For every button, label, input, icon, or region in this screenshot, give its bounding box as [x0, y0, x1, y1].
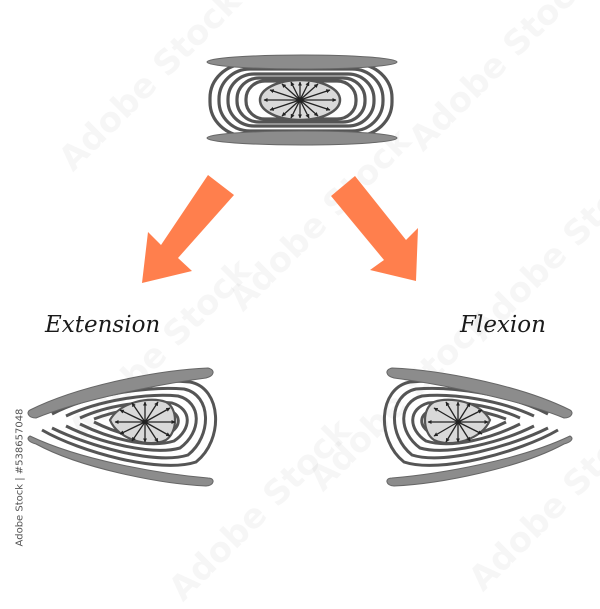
- lower-endplate: [206, 130, 398, 146]
- pressure-arrows-icon: [427, 401, 489, 443]
- arrow-to-flexion-icon: [331, 176, 418, 281]
- upper-endplate: [386, 367, 573, 419]
- stock-id-watermark: Adobe Stock | #538657048: [14, 408, 26, 547]
- disc-diagram: [27, 54, 573, 487]
- transition-arrows: [142, 175, 418, 283]
- flexion-label: Flexion: [460, 312, 546, 338]
- arrow-to-extension-icon: [142, 175, 234, 283]
- lower-endplate: [27, 435, 214, 487]
- flexion-disc: [382, 367, 573, 487]
- extension-label: Extension: [45, 312, 161, 338]
- upper-endplate: [206, 54, 398, 70]
- pressure-arrows-icon: [263, 81, 337, 119]
- lower-endplate: [386, 435, 573, 487]
- neutral-disc: [206, 54, 398, 146]
- extension-disc: [27, 367, 218, 487]
- upper-endplate: [27, 367, 214, 419]
- pressure-arrows-icon: [114, 401, 176, 443]
